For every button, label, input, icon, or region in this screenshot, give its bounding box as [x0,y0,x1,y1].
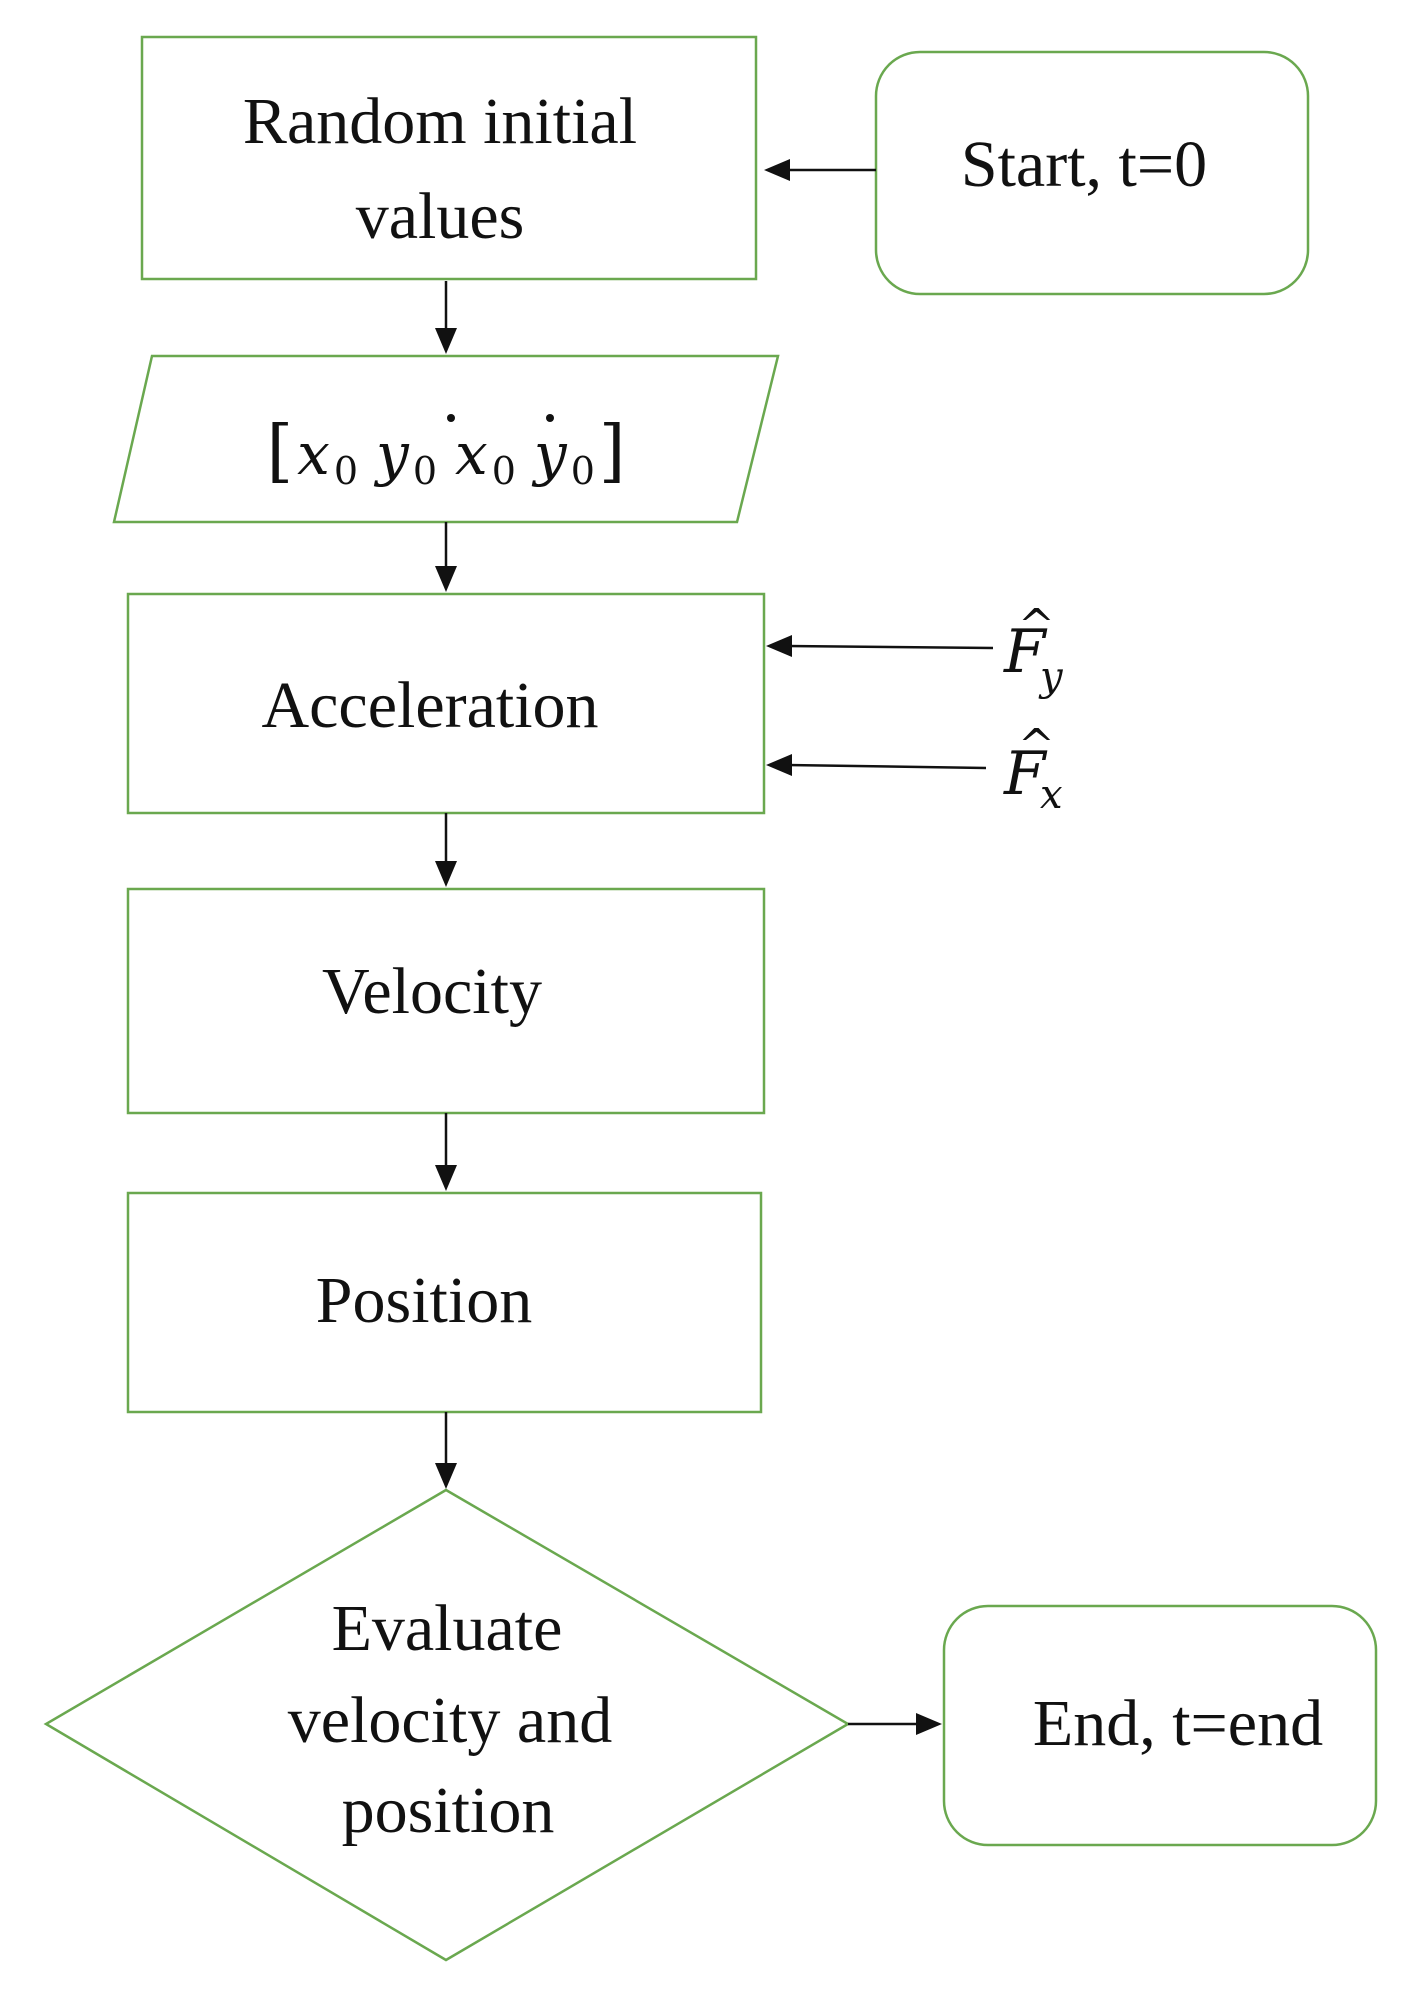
x-dot-mark [447,414,455,422]
end-node: End, t=end [942,1604,1378,1847]
force-y-hat: ^ [1018,600,1055,651]
force-y-input: ^ F y [766,600,1064,700]
arrow-position-to-evaluate [435,1412,457,1489]
acceleration-label: Acceleration [261,669,598,742]
y0-dot-subscript: 0 [571,449,595,493]
velocity-box [126,887,766,1115]
state-vector-node: [ x 0 y 0 x 0 y 0 ] [112,354,780,524]
start-node: Start, t=0 [874,50,1310,296]
random-initial-line-2: values [356,180,525,253]
random-initial-line-1: Random initial [243,85,637,158]
x0-symbol: x [297,420,330,488]
end-label: End, t=end [1033,1687,1323,1760]
position-node: Position [126,1191,763,1414]
arrow-velocity-to-position [435,1113,457,1191]
x0-dot-subscript: 0 [492,449,516,493]
close-bracket: ] [599,412,626,491]
y-dot-mark [546,414,554,422]
start-terminal-box [874,50,1310,296]
evaluate-diamond [43,1488,851,1962]
velocity-label: Velocity [322,955,542,1028]
random-initial-values-box [140,35,758,281]
arrow-acceleration-to-velocity [435,813,457,887]
force-x-input: ^ F x [766,720,1063,818]
arrow-start-to-random [764,159,876,181]
open-bracket: [ [267,412,294,491]
y0-dot-symbol: y [531,420,568,488]
evaluate-line-3: position [342,1774,555,1847]
x0-subscript: 0 [334,449,358,493]
y0-symbol: y [373,420,410,488]
y0-subscript: 0 [413,449,437,493]
velocity-node: Velocity [126,887,766,1115]
evaluate-line-1: Evaluate [332,1592,563,1665]
position-box [126,1191,763,1414]
force-x-symbol: F [1003,739,1048,809]
acceleration-box [126,592,766,815]
state-vector-expression: [ x 0 y 0 x 0 y 0 ] [267,412,626,493]
position-label: Position [316,1264,532,1337]
arrow-random-to-vector [435,281,457,354]
force-x-subscript: x [1040,772,1063,818]
arrow-evaluate-to-end [848,1713,942,1735]
start-label: Start, t=0 [961,128,1207,201]
evaluate-decision-node: Evaluate velocity and position [43,1488,851,1962]
acceleration-node: Acceleration [126,592,766,815]
force-y-symbol: F [1003,617,1048,687]
random-initial-values-node: Random initial values [140,35,758,281]
end-terminal-box [942,1604,1378,1847]
arrow-vector-to-acceleration [435,522,457,592]
force-y-subscript: y [1038,654,1064,700]
force-x-hat: ^ [1018,720,1055,771]
state-vector-parallelogram [112,354,780,524]
evaluate-line-2: velocity and [288,1684,612,1757]
x0-dot-symbol: x [455,420,488,488]
